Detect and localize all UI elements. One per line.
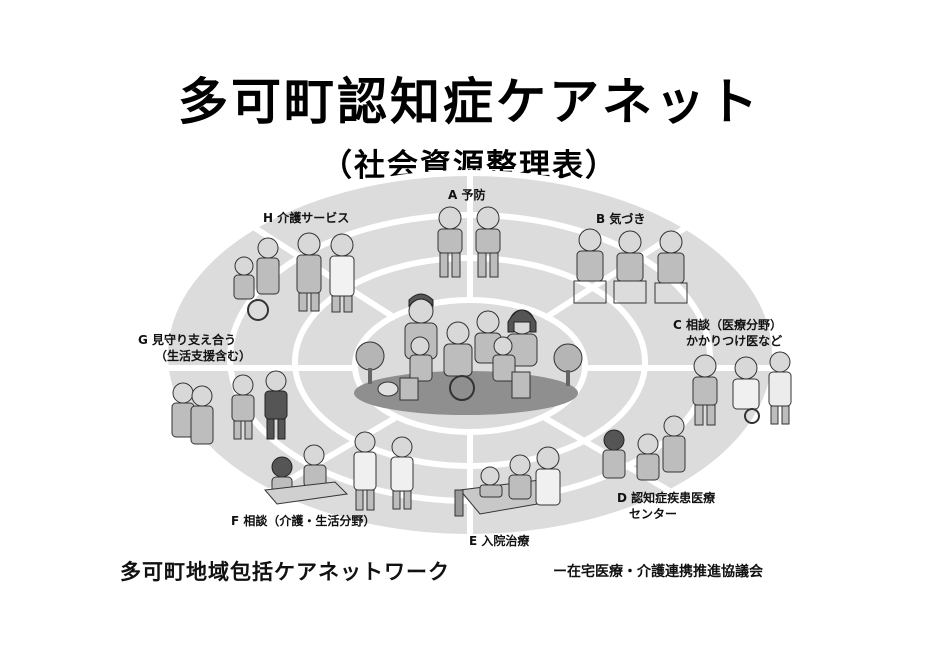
label-a-prevention: A 予防: [448, 188, 486, 202]
label-d-line2: センター: [629, 507, 678, 521]
figures-dementia-center: [602, 415, 686, 481]
figures-prevention: [437, 206, 501, 278]
figures-medical-consultation: [692, 351, 792, 426]
footer-council-name: ー在宅医療・介護連携推進協議会: [553, 564, 763, 580]
label-d-line1: D 認知症疾患医療: [617, 491, 716, 505]
figures-awareness: [573, 228, 688, 304]
label-e-hospitalization: E 入院治療: [469, 534, 530, 548]
label-c-line2: かかりつけ医など: [686, 334, 783, 348]
label-f-care-consultation: F 相談（介護・生活分野）: [231, 514, 376, 528]
tree-icon: [355, 341, 583, 386]
label-g-line1: G 見守り支え合う: [138, 333, 237, 347]
figures-care-services: [233, 232, 355, 321]
center-family-group: [377, 293, 538, 401]
footer-network-name: 多可町地域包括ケアネットワーク: [120, 560, 450, 584]
label-g-line2: （生活支援含む）: [155, 349, 252, 363]
label-b-awareness: B 気づき: [596, 212, 646, 226]
page-title: 多可町認知症ケアネット: [178, 73, 761, 131]
label-c-line1: C 相談（医療分野）: [673, 318, 782, 332]
figures-care-consultation: [264, 431, 414, 511]
figures-hospitalization: [454, 446, 562, 517]
figures-watching-over: [171, 370, 288, 445]
label-h-care-services: H 介護サービス: [263, 211, 350, 225]
